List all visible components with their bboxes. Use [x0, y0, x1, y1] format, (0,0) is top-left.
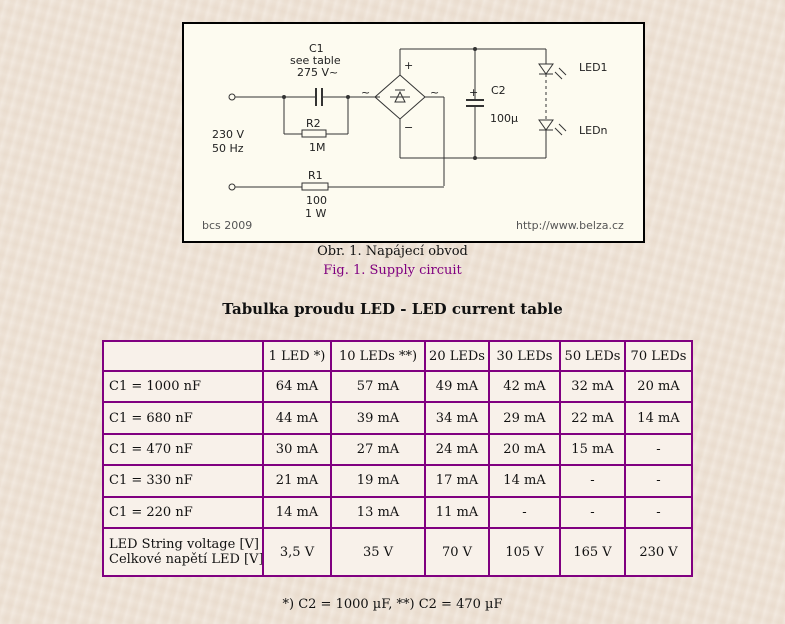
bridge-plus-sign: + — [404, 59, 413, 72]
row-label: C1 = 1000 nF — [104, 372, 262, 402]
header-cell: 70 LEDs — [626, 342, 691, 370]
table-footnote: *) C2 = 1000 µF, **) C2 = 470 µF — [282, 597, 503, 612]
header-cell-empty — [104, 342, 262, 370]
c2-value: 100µ — [490, 112, 518, 125]
table-cell: 14 mA — [264, 497, 330, 527]
c1-voltage: 275 V~ — [297, 66, 338, 79]
table-cell: 22 mA — [561, 403, 624, 433]
supply-circuit-figure: C1 see table 275 V~ R2 1M 230 V 50 Hz R1… — [182, 22, 645, 243]
table-cell: 105 V — [490, 529, 559, 575]
table-cell: 14 mA — [490, 466, 559, 496]
row-label: C1 = 220 nF — [104, 497, 262, 527]
table-cell: 49 mA — [426, 372, 488, 402]
table-title: Tabulka proudu LED - LED current table — [222, 300, 563, 318]
r2-label: R2 — [306, 117, 321, 130]
table-cell: 20 mA — [490, 434, 559, 465]
table-cell: 165 V — [561, 529, 624, 575]
table-cell: 11 mA — [426, 497, 488, 527]
circuit-schematic: C1 see table 275 V~ R2 1M 230 V 50 Hz R1… — [202, 42, 624, 232]
table-cell: 30 mA — [264, 434, 330, 465]
table-cell: 57 mA — [332, 372, 424, 402]
led1-label: LED1 — [579, 61, 608, 74]
table-cell: 44 mA — [264, 403, 330, 433]
row-label: C1 = 470 nF — [104, 434, 262, 465]
input-frequency: 50 Hz — [212, 142, 244, 155]
row-label-line-czech: Celkové napětí LED [V] — [109, 552, 262, 567]
header-cell: 1 LED *) — [264, 342, 330, 370]
r1-label: R1 — [308, 169, 323, 182]
table-cell: 39 mA — [332, 403, 424, 433]
table-cell: 27 mA — [332, 434, 424, 465]
row-label: C1 = 330 nF — [104, 466, 262, 496]
table-row: C1 = 220 nF 14 mA 13 mA 11 mA - - - — [104, 497, 691, 527]
table-cell: - — [626, 434, 691, 465]
copyright-text: bcs 2009 — [202, 219, 252, 232]
header-cell: 10 LEDs **) — [332, 342, 424, 370]
table-header-row: 1 LED *) 10 LEDs **) 20 LEDs 30 LEDs 50 … — [104, 342, 691, 370]
table-row: C1 = 330 nF 21 mA 19 mA 17 mA 14 mA - - — [104, 466, 691, 496]
table-cell: - — [490, 497, 559, 527]
table-cell: 19 mA — [332, 466, 424, 496]
table-cell: 13 mA — [332, 497, 424, 527]
c1-label: C1 — [309, 42, 324, 55]
table-cell: 230 V — [626, 529, 691, 575]
url-text: http://www.belza.cz — [516, 219, 624, 232]
r1-value: 100 — [306, 194, 327, 207]
table-cell: - — [561, 497, 624, 527]
table-cell: 29 mA — [490, 403, 559, 433]
c2-plus-sign: + — [469, 86, 478, 99]
r2-value: 1M — [309, 141, 326, 154]
table-cell: 14 mA — [626, 403, 691, 433]
row-label-line-english: LED String voltage [V] — [109, 537, 259, 552]
header-cell: 20 LEDs — [426, 342, 488, 370]
table-cell: 32 mA — [561, 372, 624, 402]
table-row: C1 = 470 nF 30 mA 27 mA 24 mA 20 mA 15 m… — [104, 434, 691, 465]
table-cell: 24 mA — [426, 434, 488, 465]
row-label: C1 = 680 nF — [104, 403, 262, 433]
table-cell: - — [626, 466, 691, 496]
table-cell: 42 mA — [490, 372, 559, 402]
table-cell: 35 V — [332, 529, 424, 575]
figure-caption-english: Fig. 1. Supply circuit — [323, 263, 462, 278]
header-cell: 30 LEDs — [490, 342, 559, 370]
table-row: C1 = 1000 nF 64 mA 57 mA 49 mA 42 mA 32 … — [104, 372, 691, 402]
bridge-minus-sign: − — [404, 121, 413, 134]
table-cell: 17 mA — [426, 466, 488, 496]
table-cell: 21 mA — [264, 466, 330, 496]
figure-caption-czech: Obr. 1. Napájecí obvod — [317, 244, 468, 259]
c1-note: see table — [290, 54, 341, 67]
table-row-string-voltage: LED String voltage [V] Celkové napětí LE… — [104, 529, 691, 575]
table-cell: 20 mA — [626, 372, 691, 402]
clipped-page-heading — [226, 0, 556, 4]
table-cell: 3,5 V — [264, 529, 330, 575]
c2-label: C2 — [491, 84, 506, 97]
row-label-string-voltage: LED String voltage [V] Celkové napětí LE… — [104, 529, 262, 575]
bridge-ac-left-sign: ~ — [361, 86, 370, 99]
table-cell: 64 mA — [264, 372, 330, 402]
ledn-label: LEDn — [579, 124, 608, 137]
input-voltage: 230 V — [212, 128, 244, 141]
table-cell: - — [561, 466, 624, 496]
table-row: C1 = 680 nF 44 mA 39 mA 34 mA 29 mA 22 m… — [104, 403, 691, 433]
header-cell: 50 LEDs — [561, 342, 624, 370]
led-current-table: 1 LED *) 10 LEDs **) 20 LEDs 30 LEDs 50 … — [102, 340, 693, 577]
table-cell: 70 V — [426, 529, 488, 575]
bridge-ac-right-sign: ~ — [430, 86, 439, 99]
table-cell: 34 mA — [426, 403, 488, 433]
r1-power: 1 W — [305, 207, 326, 220]
table-cell: 15 mA — [561, 434, 624, 465]
table-cell: - — [626, 497, 691, 527]
